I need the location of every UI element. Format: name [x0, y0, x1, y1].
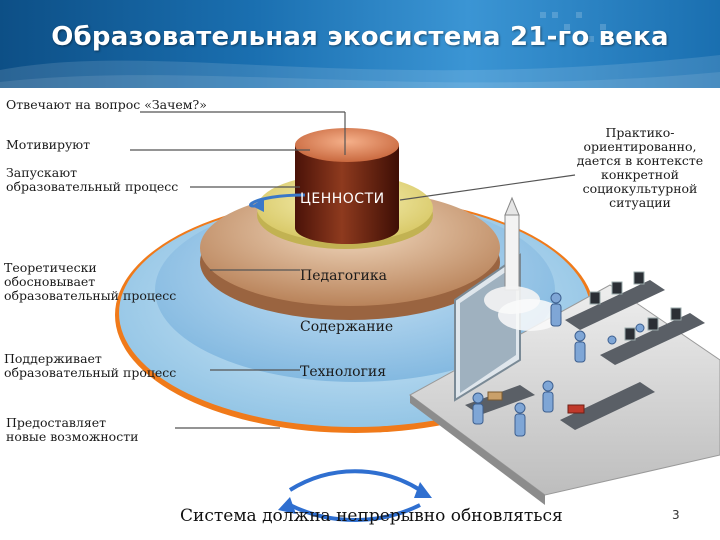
layer-label-technology: Технология — [300, 364, 387, 380]
label-why: Отвечают на вопрос «Зачем?» — [6, 97, 207, 112]
rotation-arrow-icon — [249, 193, 306, 212]
label-theory: Теоретически обосновывает образовательны… — [4, 260, 177, 303]
layer-label-pedagogy: Педагогика — [300, 268, 387, 284]
label-motivate: Мотивируют — [6, 137, 91, 152]
renewal-arrow-icon — [278, 469, 432, 522]
page-number: 3 — [672, 508, 680, 522]
label-provide: Предоставляет новые возможности — [6, 415, 139, 444]
label-launch: Запускают образовательный процесс — [6, 165, 179, 194]
header-banner: Образовательная экосистема 21-го века — [0, 0, 720, 88]
footer-statement: Система должна непрерывно обновляться — [180, 506, 563, 526]
classroom-illustration — [409, 196, 720, 505]
header-decoration — [0, 12, 720, 88]
layer-label-values: ЦЕННОСТИ — [300, 191, 385, 207]
page-title: Образовательная экосистема 21-го века — [51, 22, 669, 52]
label-practice-oriented: Практико- ориентированно, дается в конте… — [576, 125, 704, 210]
layer-label-content: Содержание — [300, 319, 394, 335]
connector-lines — [130, 111, 576, 429]
values-cylinder — [295, 128, 399, 244]
label-support: Поддерживает образовательный процесс — [4, 351, 177, 380]
